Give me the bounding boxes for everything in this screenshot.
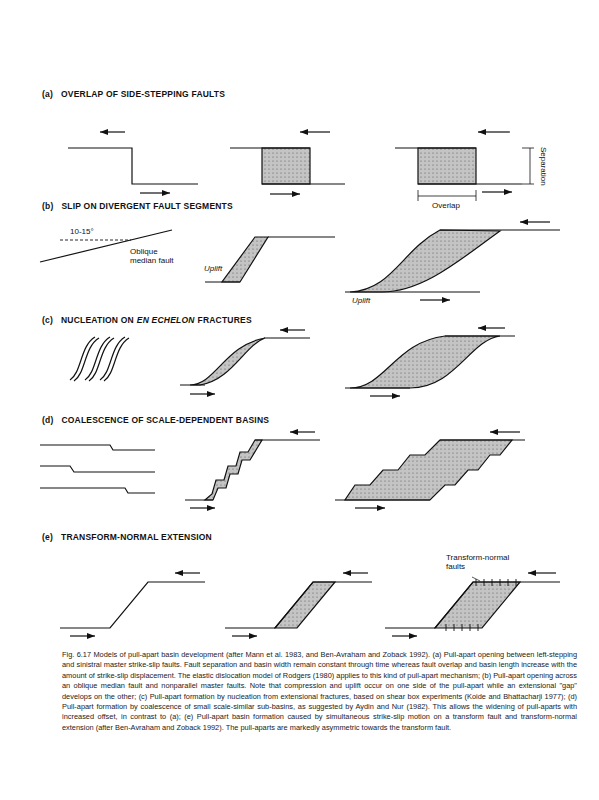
label-text: FRACTURES: [198, 315, 252, 325]
dimension-label: Overlap: [432, 201, 460, 210]
fault-label: Transform-normal faults: [446, 553, 516, 571]
label-text: Uplift: [204, 264, 222, 273]
panel-heading: (e) TRANSFORM-NORMAL EXTENSION: [42, 533, 212, 543]
label-text: 10-15°: [70, 227, 94, 236]
panel-heading: (a) OVERLAP OF SIDE-STEPPING FAULTS: [42, 90, 225, 100]
uplift-label: Uplift: [352, 296, 370, 305]
label-text: Overlap: [432, 201, 460, 210]
fault-label: Oblique median fault: [130, 247, 186, 265]
label-text: Separation: [539, 147, 548, 186]
panel-letter: (d): [42, 415, 53, 425]
dimension-label: Separation: [539, 147, 548, 186]
panel-letter: (b): [42, 201, 53, 211]
panel-letter: (c): [42, 315, 53, 325]
label-text: TRANSFORM-NORMAL EXTENSION: [61, 532, 212, 542]
label-text: OVERLAP OF SIDE-STEPPING FAULTS: [61, 89, 225, 99]
uplift-label: Uplift: [204, 264, 222, 273]
figure-caption: Fig. 6.17 Models of pull-apart basin dev…: [62, 650, 577, 733]
panel-heading: (d) COALESCENCE OF SCALE-DEPENDENT BASINS: [42, 416, 269, 426]
label-text: Oblique median fault: [130, 247, 174, 265]
label-text: SLIP ON DIVERGENT FAULT SEGMENTS: [61, 201, 232, 211]
label-text: Uplift: [352, 296, 370, 305]
label-text: EN ECHELON: [137, 315, 195, 325]
panel-letter: (e): [42, 532, 53, 542]
label-text: Transform-normal faults: [446, 553, 509, 571]
label-text: NUCLEATION ON: [61, 315, 134, 325]
panel-heading: (c) NUCLEATION ONEN ECHELONFRACTURES: [42, 316, 252, 326]
angle-label: 10-15°: [70, 227, 94, 236]
label-text: COALESCENCE OF SCALE-DEPENDENT BASINS: [61, 415, 269, 425]
panel-heading: (b) SLIP ON DIVERGENT FAULT SEGMENTS: [42, 202, 233, 212]
panel-letter: (a): [42, 89, 53, 99]
